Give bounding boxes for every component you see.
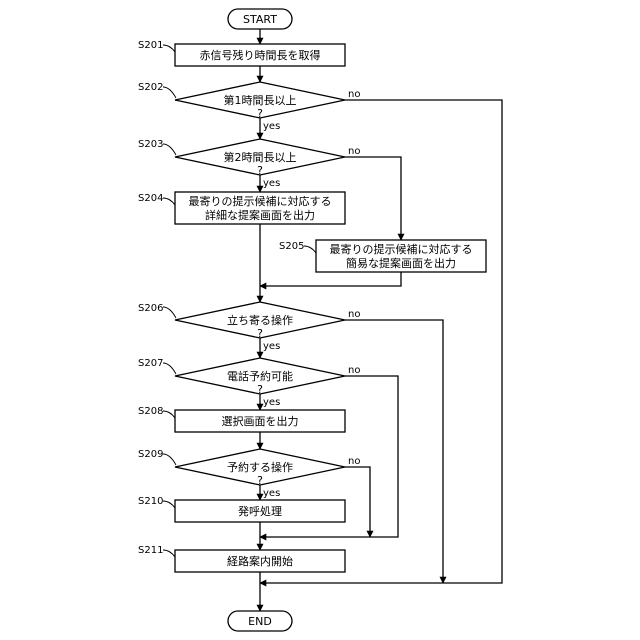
s203-text: 第2時間長以上 <box>224 150 297 164</box>
s202-text: 第1時間長以上 <box>224 93 297 107</box>
s206-step-id: S206 <box>138 303 163 314</box>
s206-yes-label: yes <box>263 341 280 352</box>
s203-step-id: S203 <box>138 139 163 150</box>
s209-text: 予約する操作 <box>227 460 293 474</box>
s204-text-line1: 最寄りの提示候補に対応する <box>189 194 332 208</box>
s208-leader <box>163 411 175 418</box>
s203-leader <box>163 144 176 155</box>
s201-leader <box>163 45 175 52</box>
connector-s209-no <box>345 467 370 537</box>
s210-leader <box>163 501 175 508</box>
s205-text-line1: 最寄りの提示候補に対応する <box>330 242 473 256</box>
connector-s203-no <box>345 157 401 240</box>
s209-yes-label: yes <box>263 488 280 499</box>
s205-leader <box>304 246 316 253</box>
s203-no-label: no <box>348 146 360 157</box>
s208-text: 選択画面を出力 <box>222 414 299 428</box>
s206-no-label: no <box>348 309 360 320</box>
s205-text-line2: 簡易な提案画面を出力 <box>346 256 456 270</box>
s207-text: 電話予約可能 <box>227 369 293 383</box>
connector-s206-no <box>345 320 443 583</box>
connector-s205-merge <box>260 272 401 286</box>
s202-no-label: no <box>348 89 360 100</box>
s209-no-label: no <box>348 456 360 467</box>
s206-text: 立ち寄る操作 <box>227 313 293 327</box>
s201-step-id: S201 <box>138 40 163 51</box>
s207-step-id: S207 <box>138 358 163 369</box>
s208-step-id: S208 <box>138 406 163 417</box>
s211-text: 経路案内開始 <box>227 554 293 568</box>
s207-leader <box>163 363 176 374</box>
s209-step-id: S209 <box>138 449 163 460</box>
end-label: END <box>248 615 272 628</box>
start-label: START <box>243 13 277 26</box>
s204-step-id: S204 <box>138 193 163 204</box>
s202-step-id: S202 <box>138 82 163 93</box>
s207-yes-label: yes <box>263 397 280 408</box>
s202-leader <box>163 87 176 98</box>
s206-leader <box>163 307 176 318</box>
s204-leader <box>163 198 175 205</box>
s210-text: 発呼処理 <box>238 504 282 518</box>
s211-step-id: S211 <box>138 545 163 556</box>
s207-no-label: no <box>348 365 360 376</box>
s205-step-id: S205 <box>279 241 304 252</box>
s202-yes-label: yes <box>263 121 280 132</box>
s209-leader <box>163 454 176 465</box>
s211-leader <box>163 550 175 557</box>
s201-text: 赤信号残り時間長を取得 <box>200 48 321 62</box>
s204-text-line2: 詳細な提案画面を出力 <box>205 208 315 222</box>
s203-yes-label: yes <box>263 178 280 189</box>
s210-step-id: S210 <box>138 496 163 507</box>
